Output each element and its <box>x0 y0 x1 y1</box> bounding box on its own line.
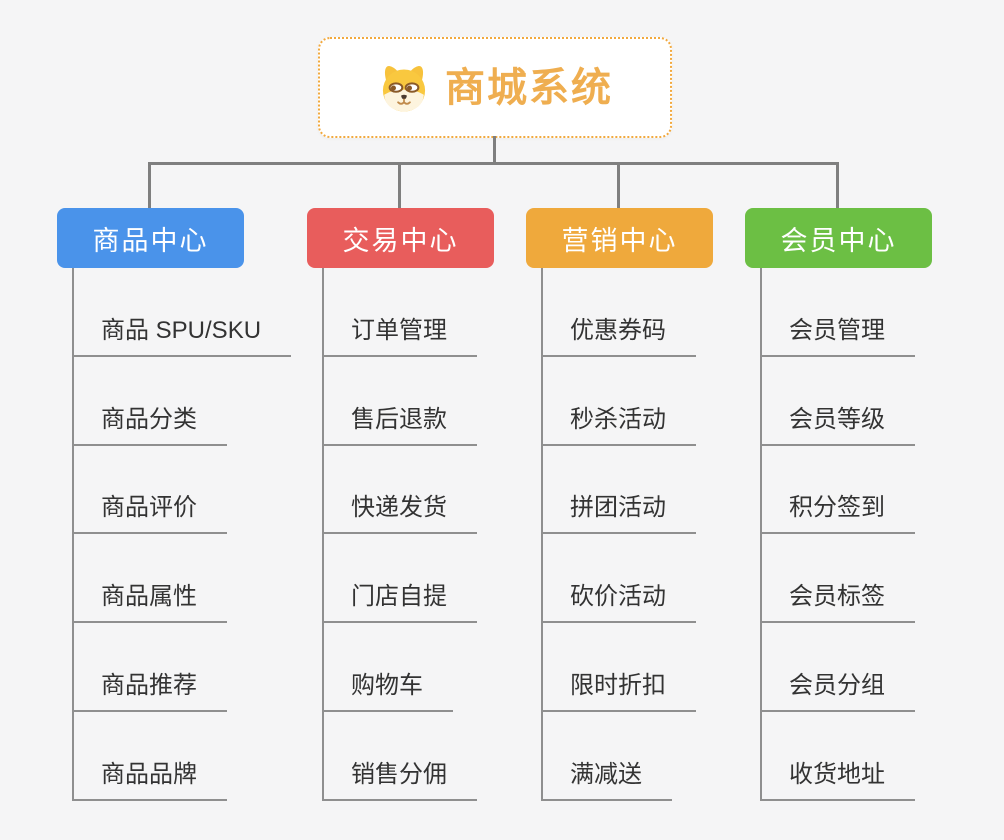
leaf-item[interactable]: 售后退款 <box>322 399 477 446</box>
leaf-item[interactable]: 秒杀活动 <box>541 399 696 446</box>
connector-root-stub <box>493 136 496 164</box>
leaf-item[interactable]: 优惠券码 <box>541 310 696 357</box>
leaf-item[interactable]: 限时折扣 <box>541 665 696 712</box>
branch-label: 交易中心 <box>342 225 459 256</box>
branch-children-column: 优惠券码秒杀活动拼团活动砍价活动限时折扣满减送 <box>541 268 696 801</box>
leaf-item[interactable]: 商品分类 <box>72 399 227 446</box>
branch-node[interactable]: 交易中心 <box>307 208 494 268</box>
leaf-item[interactable]: 购物车 <box>322 665 453 712</box>
connector-drop <box>836 164 839 210</box>
root-title: 商城系统 <box>445 65 613 110</box>
branch-label: 商品中心 <box>92 225 209 256</box>
leaf-item[interactable]: 商品属性 <box>72 576 227 623</box>
leaf-item[interactable]: 快递发货 <box>322 487 477 534</box>
leaf-item[interactable]: 销售分佣 <box>322 754 477 801</box>
root-node[interactable]: 商城系统 <box>318 37 672 138</box>
branch-children-column: 会员管理会员等级积分签到会员标签会员分组收货地址 <box>760 268 915 801</box>
leaf-item[interactable]: 拼团活动 <box>541 487 696 534</box>
branch-children-column: 商品 SPU/SKU 商品分类商品评价商品属性商品推荐商品品牌 <box>72 268 292 801</box>
leaf-item[interactable]: 商品 SPU/SKU <box>72 310 292 357</box>
leaf-item[interactable]: 门店自提 <box>322 576 477 623</box>
leaf-item[interactable]: 砍价活动 <box>541 576 696 623</box>
leaf-item[interactable]: 商品推荐 <box>72 665 227 712</box>
leaf-item[interactable]: 会员管理 <box>760 310 915 357</box>
leaf-item[interactable]: 积分签到 <box>760 487 915 534</box>
branch-children-column: 订单管理售后退款快递发货门店自提购物车销售分佣 <box>322 268 477 801</box>
dog-icon <box>382 65 426 112</box>
branch-label: 会员中心 <box>780 225 897 256</box>
leaf-item[interactable]: 商品评价 <box>72 487 227 534</box>
connector-drop <box>398 164 401 210</box>
connector-bus <box>148 162 839 165</box>
leaf-item[interactable]: 订单管理 <box>322 310 477 357</box>
leaf-item[interactable]: 收货地址 <box>760 754 915 801</box>
leaf-item[interactable]: 会员分组 <box>760 665 915 712</box>
leaf-item[interactable]: 会员等级 <box>760 399 915 446</box>
connector-drop <box>617 164 620 210</box>
leaf-item[interactable]: 商品品牌 <box>72 754 227 801</box>
branch-label: 营销中心 <box>561 225 678 256</box>
connector-drop <box>148 164 151 210</box>
branch-node[interactable]: 营销中心 <box>526 208 713 268</box>
branch-node[interactable]: 会员中心 <box>745 208 932 268</box>
leaf-item[interactable]: 满减送 <box>541 754 672 801</box>
branch-node[interactable]: 商品中心 <box>57 208 244 268</box>
leaf-item[interactable]: 会员标签 <box>760 576 915 623</box>
